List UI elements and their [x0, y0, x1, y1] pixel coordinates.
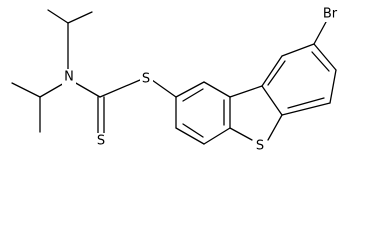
atom-s-thione: S — [94, 133, 108, 149]
svg-text:Br: Br — [323, 7, 338, 22]
ring-right — [261, 21, 337, 116]
svg-text:S: S — [97, 134, 105, 149]
isopropyl-lower — [11, 81, 67, 133]
svg-text:N: N — [64, 70, 74, 85]
atom-br: Br — [318, 6, 342, 22]
ring-thiophene — [229, 85, 283, 141]
isopropyl-upper — [47, 9, 93, 71]
svg-text:S: S — [142, 72, 150, 87]
dithiocarbamate-core — [73, 79, 177, 135]
atom-n: N — [62, 69, 76, 85]
atom-s-ring: S — [253, 138, 267, 154]
atom-s-thioester: S — [140, 71, 153, 87]
svg-text:S: S — [256, 139, 264, 154]
ring-left — [175, 81, 231, 145]
structure-diagram: N S S S Br — [11, 6, 342, 154]
